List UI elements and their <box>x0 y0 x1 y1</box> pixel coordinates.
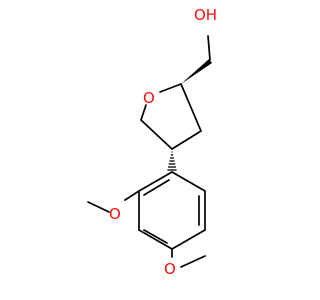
bond-c5-ring-o <box>140 104 147 121</box>
bond-c4-c5 <box>140 119 173 150</box>
bond-ring-o-c2 <box>159 83 182 93</box>
bond-c2-c3 <box>180 83 202 132</box>
bond-ch2-oh <box>207 35 211 61</box>
ring-oxygen-label: O <box>143 89 155 107</box>
molecule-structure: OH O O O <box>87 6 217 278</box>
bond-ome-upper-ch3 <box>87 201 110 213</box>
bond-c3-c4 <box>171 130 202 150</box>
hashed-bond-c4-aryl <box>167 151 177 171</box>
bond-ome-lower-ch3 <box>180 255 206 268</box>
methoxy-upper-oxygen-label: O <box>109 205 121 223</box>
bond-aryl-ome-upper <box>124 190 140 201</box>
methoxy-lower-oxygen-label: O <box>164 260 176 278</box>
hydroxyl-label: OH <box>194 6 217 24</box>
wedge-bond-c2-ch2 <box>181 59 212 84</box>
benzene-ring <box>138 171 206 250</box>
